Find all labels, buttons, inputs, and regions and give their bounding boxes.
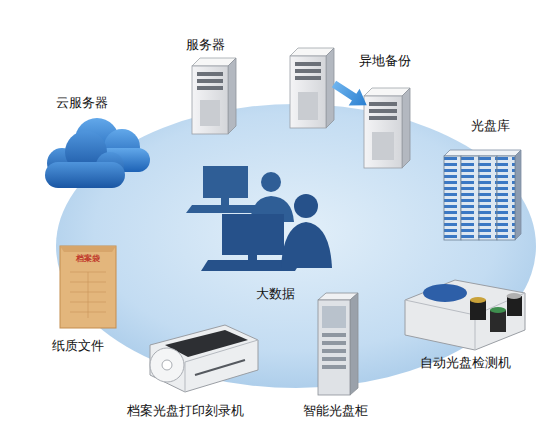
server-tower: [290, 48, 334, 128]
disc-printer-part: [150, 348, 184, 382]
server-tower-part: [197, 86, 223, 90]
device-label: 自动光盘检测机: [390, 355, 540, 371]
server-tower-part: [290, 56, 326, 128]
disc-printer-part: [162, 360, 172, 370]
node-label: 异地备份: [310, 53, 460, 69]
disc-cabinet-part: [322, 341, 346, 345]
disc-inspector-part: [507, 296, 522, 316]
node-label: 光盘库: [415, 118, 548, 134]
disc-inspector-part: [475, 315, 476, 350]
backup-server: [364, 88, 410, 168]
disc-inspector-part: [490, 310, 506, 332]
device-label: 智能光盘柜: [260, 403, 410, 419]
disc-library-part: [515, 150, 521, 240]
disc-cabinet-part: [322, 349, 346, 353]
paper-envelope-part: [60, 246, 116, 252]
server-tower-part: [298, 92, 318, 120]
backup-arrow: [329, 76, 373, 114]
people-icon-part: [222, 214, 284, 255]
server-tower-part: [192, 66, 228, 134]
node-label: 服务器: [130, 37, 280, 53]
disc-inspector-part: [405, 280, 525, 350]
disc-printer: [150, 325, 258, 392]
device-label: 云服务器: [7, 95, 157, 111]
backup-server-part: [369, 102, 397, 106]
server-tower-part: [295, 62, 321, 66]
server-tower-part: [326, 48, 334, 128]
node-label: 档案光盘打印刻录机: [110, 403, 260, 419]
disc-library-part: [479, 156, 497, 240]
backup-server-part: [369, 109, 397, 113]
device-label: 异地备份: [310, 53, 460, 69]
disc-inspector-part: [490, 307, 506, 313]
disc-library-part: [497, 156, 515, 240]
bigdata-ellipse: [56, 104, 536, 388]
disc-cabinet: [318, 293, 358, 395]
disc-library-part: [461, 156, 479, 240]
device-label: 服务器: [130, 37, 280, 53]
node-label: 自动光盘检测机: [390, 355, 540, 371]
envelope-label: 档案袋: [68, 254, 108, 264]
node-label: 智能光盘柜: [260, 403, 410, 419]
disc-cabinet-part: [318, 300, 350, 395]
people-icon-part: [294, 194, 318, 218]
server-tower: [192, 58, 236, 134]
device-label: 光盘库: [415, 118, 548, 134]
paper-envelope-part: [60, 246, 116, 328]
cloud-icon-part: [45, 162, 125, 188]
server-tower-part: [197, 79, 223, 83]
disc-cabinet-part: [322, 306, 346, 328]
backup-server-part: [364, 96, 402, 168]
disc-inspector-part: [423, 284, 467, 302]
disc-inspector: [405, 280, 525, 350]
backup-server-part: [369, 116, 397, 120]
disc-library: [444, 150, 521, 240]
disc-printer-part: [195, 360, 245, 375]
backup-arrow-part: [329, 76, 373, 114]
bigdata-ellipse-part: [56, 104, 536, 388]
disc-printer-part: [185, 340, 258, 392]
people-icon-part: [221, 198, 229, 205]
node-label: 大数据: [200, 286, 350, 302]
people-icon-part: [248, 255, 257, 260]
server-tower-part: [228, 58, 236, 134]
disc-library-part: [444, 150, 521, 156]
people-icon-part: [203, 166, 248, 198]
server-tower-part: [200, 100, 220, 126]
node-label: 纸质文件: [3, 338, 153, 354]
server-tower-part: [197, 72, 223, 76]
disc-inspector-part: [507, 293, 522, 299]
people-icon: [186, 166, 332, 271]
disc-cabinet-part: [322, 365, 346, 369]
device-label: 档案光盘打印刻录机: [110, 403, 260, 419]
disc-printer-part: [150, 325, 258, 392]
node-label: 云服务器: [7, 95, 157, 111]
device-label: 大数据: [200, 286, 350, 302]
paper-envelope-part: [88, 272, 89, 318]
device-label: 纸质文件: [3, 338, 153, 354]
people-icon-part: [261, 172, 281, 192]
cloud-icon: [45, 118, 150, 188]
paper-envelope: [60, 246, 116, 328]
disc-cabinet-part: [322, 357, 346, 361]
disc-library-part: [444, 156, 461, 240]
backup-server-part: [402, 88, 410, 168]
backup-server-part: [372, 132, 394, 160]
server-tower-part: [295, 69, 321, 73]
disc-cabinet-part: [350, 293, 358, 395]
server-tower-part: [295, 76, 321, 80]
people-icon-part: [281, 222, 332, 268]
disc-inspector-part: [470, 297, 486, 303]
disc-cabinet-part: [322, 333, 346, 337]
